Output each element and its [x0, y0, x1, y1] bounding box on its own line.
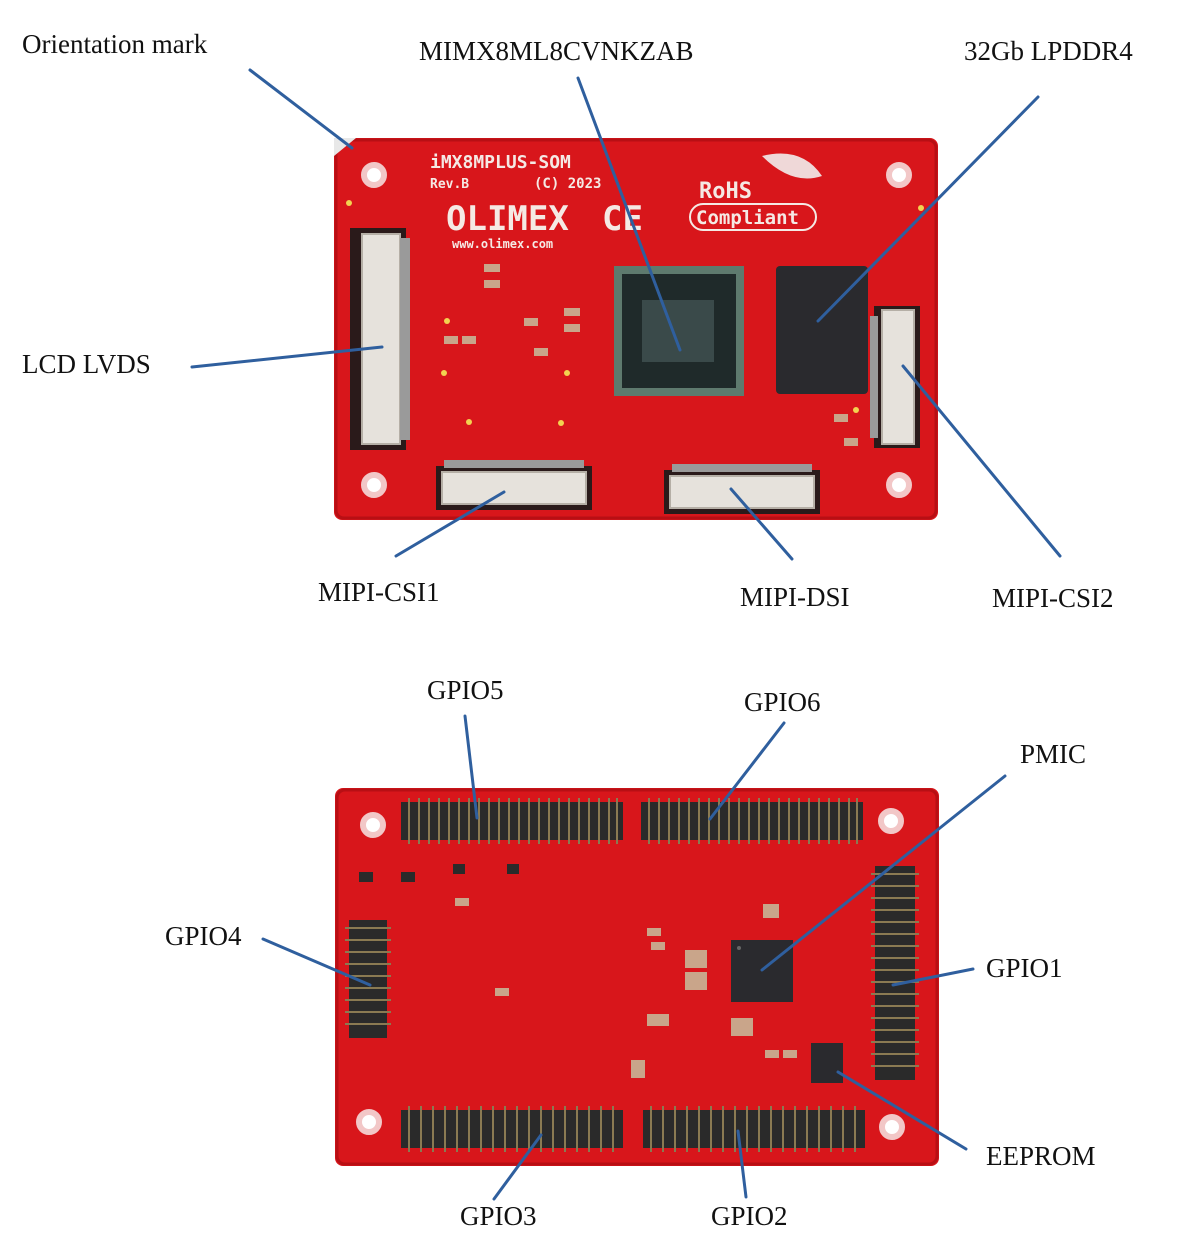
- label-gpio4: GPIO4: [165, 921, 242, 951]
- gpio2-header: [643, 1106, 865, 1152]
- label-eeprom: EEPROM: [986, 1141, 1096, 1171]
- label-mipi-csi2: MIPI-CSI2: [992, 583, 1114, 613]
- label-gpio3: GPIO3: [460, 1201, 537, 1231]
- label-gpio1: GPIO1: [986, 953, 1063, 983]
- label-mipi-csi1: MIPI-CSI1: [318, 577, 440, 607]
- rohs-text: RoHS: [699, 179, 752, 204]
- compliant-text: Compliant: [696, 207, 799, 229]
- label-ram: 32Gb LPDDR4: [964, 36, 1133, 66]
- pmic-chip: [731, 940, 793, 1002]
- label-gpio2: GPIO2: [711, 1201, 788, 1231]
- silk-url: www.olimex.com: [452, 237, 553, 251]
- lcd-lvds-connector: [350, 228, 410, 450]
- leader-orientation-mark: [248, 68, 354, 150]
- mipi-csi1-connector: [436, 460, 592, 510]
- silk-copyright: (C) 2023: [534, 176, 601, 192]
- gpio1-header: [871, 866, 919, 1080]
- silk-board-name: iMX8MPLUS-SOM: [430, 152, 571, 173]
- silk-brand-logo: OLIMEX: [446, 199, 569, 239]
- rohs-badge: RoHS Compliant: [689, 153, 822, 231]
- gpio4-header: [345, 920, 391, 1038]
- passive-components: [444, 264, 858, 446]
- som-top-view-board: iMX8MPLUS-SOM Rev.B (C) 2023 OLIMEX CE w…: [334, 138, 938, 520]
- label-gpio5: GPIO5: [427, 675, 504, 705]
- gpio6-header: [641, 798, 863, 844]
- som-bottom-view-board: [335, 788, 939, 1166]
- label-orientation-mark: Orientation mark: [22, 29, 208, 59]
- gpio3-header: [401, 1106, 623, 1152]
- label-pmic: PMIC: [1020, 739, 1087, 769]
- transistors: [359, 864, 519, 882]
- ram-chip: [776, 266, 868, 394]
- cpu-chip: [614, 266, 744, 396]
- silk-rev: Rev.B: [430, 177, 469, 192]
- label-cpu: MIMX8ML8CVNKZAB: [419, 36, 694, 66]
- gpio5-header: [401, 798, 623, 844]
- label-gpio6: GPIO6: [744, 687, 821, 717]
- ce-mark: CE: [602, 199, 643, 239]
- label-mipi-dsi: MIPI-DSI: [740, 582, 850, 612]
- label-lcd-lvds: LCD LVDS: [22, 349, 151, 379]
- mipi-csi2-connector: [870, 306, 920, 448]
- eeprom-chip: [811, 1043, 843, 1083]
- mipi-dsi-connector: [664, 464, 820, 514]
